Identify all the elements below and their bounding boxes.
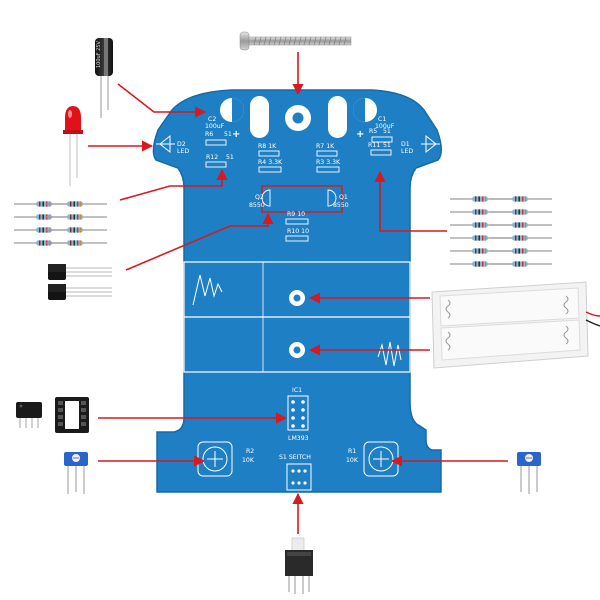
q1-outline [327, 189, 337, 207]
battery-footprint [183, 261, 411, 373]
d2-footprint [156, 134, 175, 154]
r11-label: R11 [368, 142, 380, 149]
ic-socket-icon [55, 397, 89, 433]
screw-icon [239, 31, 352, 51]
lm393-label: LM393 [288, 435, 309, 442]
c2-value-label: 100uF [205, 123, 225, 130]
r5-value: 51 [383, 128, 391, 135]
d1-name-label: D1 [401, 141, 410, 148]
c2-name-label: C2 [208, 116, 216, 123]
r6-value: 51 [224, 131, 232, 138]
c1-name-label: C1 [378, 116, 386, 123]
q1-name-label: Q1 [339, 194, 348, 201]
r12-value: 51 [226, 154, 234, 161]
switch-label: S1 SEITCH [279, 454, 311, 461]
r2-value-label: 10K [242, 457, 255, 464]
resistor-icon [13, 200, 108, 247]
r11-value: 51 [383, 142, 391, 149]
potentiometer-icon [64, 452, 88, 494]
c1-plus-label: + [356, 129, 364, 140]
c1-footprint [353, 98, 377, 122]
red-led-icon [63, 106, 83, 186]
d1-type-label: LED [401, 148, 413, 155]
q2-type-label: 8550 [249, 202, 265, 209]
q1-type-label: 8550 [333, 202, 349, 209]
s1-footprint [286, 463, 312, 491]
potentiometer-icon [517, 452, 541, 494]
r1-name-label: R1 [348, 448, 356, 455]
resistor-icon [449, 195, 553, 268]
c1-value-label: 100uF [375, 123, 395, 130]
r12-label: R12 [206, 154, 218, 161]
q2-outline [261, 189, 271, 207]
ic-chip-icon [16, 402, 42, 428]
r5-label: R5 [369, 128, 377, 135]
r7-label: R7 1K [316, 143, 335, 150]
r10-label: R10 10 [287, 228, 309, 235]
q2-name-label: Q2 [255, 194, 264, 201]
d1-footprint [421, 134, 440, 154]
r6-label: R6 [205, 131, 213, 138]
arrow-transistors [125, 212, 274, 271]
arrow-right-resistors [374, 170, 447, 232]
slide-switch-icon [285, 537, 313, 594]
capacitor-body-text: 100uF 25V [96, 40, 102, 68]
r1-value-label: 10K [346, 457, 359, 464]
assembly-arrows [88, 52, 508, 534]
electrolytic-capacitor-icon: 100uF 25V [95, 38, 113, 118]
c2-plus-label: + [232, 129, 240, 140]
arrow-capacitor [117, 83, 207, 118]
transistor-icon [48, 264, 112, 300]
arrow-left-resistors [119, 168, 228, 201]
ic1-footprint [287, 395, 309, 431]
r4-label: R4 3.3K [258, 159, 283, 166]
r9-label: R9 10 [287, 211, 305, 218]
mounting-slots [250, 96, 347, 138]
r8-label: R8 1K [258, 143, 277, 150]
r3-label: R3 3.3K [316, 159, 341, 166]
d2-type-label: LED [177, 148, 189, 155]
c2-footprint [220, 98, 244, 122]
r2-name-label: R2 [246, 448, 254, 455]
d2-name-label: D2 [177, 141, 186, 148]
ic1-label: IC1 [292, 387, 302, 394]
battery-holder-icon [431, 281, 600, 369]
